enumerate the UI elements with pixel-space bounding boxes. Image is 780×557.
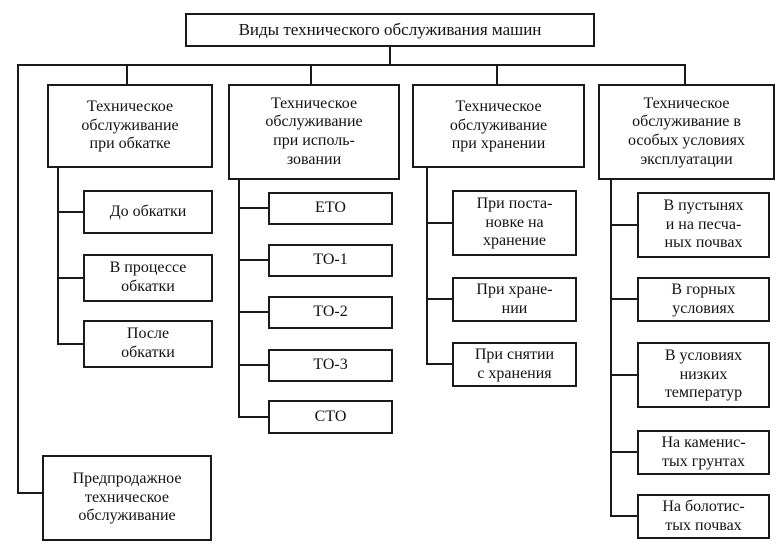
connector-col2-rail xyxy=(238,178,240,418)
connector-col2-stub xyxy=(238,259,270,261)
node-to-3: ТО-3 xyxy=(268,349,393,382)
connector-col2-stub xyxy=(238,416,270,418)
connector-col4-stub xyxy=(610,515,639,517)
node-pri-postanovke: При поста- новке на хранение xyxy=(452,190,577,256)
node-v-gornykh: В горных условиях xyxy=(637,277,770,322)
node-na-kamenistykh: На каменис- тых грунтах xyxy=(637,430,770,475)
header-box-khranenie: Техническое обслуживание при хранении xyxy=(412,84,585,168)
node-v-pustynyakh: В пустынях и на песча- ных почвах xyxy=(637,192,770,258)
header-box-obkatka: Техническое обслуживание при обкатке xyxy=(47,84,213,168)
node-sto: СТО xyxy=(268,400,393,434)
node-na-bolotistykh: На болотис- тых почвах xyxy=(637,494,770,539)
node-pri-khranenii: При хране- нии xyxy=(452,277,577,322)
connector-col4-stub xyxy=(610,451,639,453)
connector-col1-stub xyxy=(57,277,85,279)
header-box-ispolzovanie: Техническое обслуживание при исполь- зов… xyxy=(228,84,400,180)
connector-col1-rail xyxy=(57,166,59,345)
node-do-obkatki: До обкатки xyxy=(83,190,213,234)
connector-drop-col1 xyxy=(126,64,128,85)
node-to-2: ТО-2 xyxy=(268,296,393,329)
node-eto: ЕТО xyxy=(268,192,393,225)
connector-drop-col3 xyxy=(496,64,498,85)
connector-bus xyxy=(17,64,686,66)
connector-col4-rail xyxy=(610,178,612,517)
node-to-1: ТО-1 xyxy=(268,244,393,277)
connector-stem xyxy=(389,47,391,66)
connector-col2-stub xyxy=(238,207,270,209)
connector-col3-rail xyxy=(426,166,428,365)
connector-left-rail xyxy=(17,64,19,494)
root-title-box: Виды технического обслуживания машин xyxy=(185,13,595,47)
connector-col1-stub xyxy=(57,211,85,213)
connector-drop-col4 xyxy=(684,64,686,85)
connector-col3-stub xyxy=(426,363,454,365)
node-v-processe-obkatki: В процессе обкатки xyxy=(83,254,213,302)
header-box-osobye-usloviya: Техническое обслуживание в особых услови… xyxy=(598,84,775,180)
connector-col3-stub xyxy=(426,222,454,224)
connector-left-stub xyxy=(17,492,45,494)
node-posle-obkatki: После обкатки xyxy=(83,320,213,368)
node-predprodazhnoe: Предпродажное техническое обслуживание xyxy=(42,455,212,541)
connector-col4-stub xyxy=(610,298,639,300)
node-pri-snyatii: При снятии с хранения xyxy=(452,342,577,387)
connector-col4-stub xyxy=(610,374,639,376)
connector-col3-stub xyxy=(426,298,454,300)
connector-col4-stub xyxy=(610,224,639,226)
node-nizkikh-temperatur: В условиях низких температур xyxy=(637,342,770,408)
connector-drop-col2 xyxy=(310,64,312,85)
connector-col2-stub xyxy=(238,364,270,366)
connector-col2-stub xyxy=(238,311,270,313)
connector-col1-stub xyxy=(57,343,85,345)
